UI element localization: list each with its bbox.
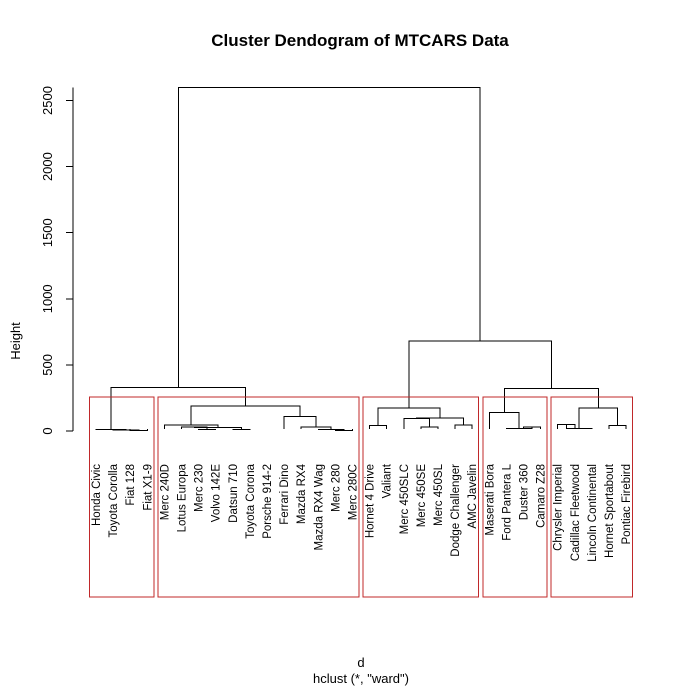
dendrogram-link [454,424,473,429]
leaf-label: Fiat 128 [125,464,137,506]
leaf-label: Ford Pantera L [501,463,513,540]
leaf-label: Camaro Z28 [536,464,548,528]
dendrogram-link [608,424,627,429]
y-tick-label: 1000 [40,284,55,313]
leaf-label: Chrysler Imperial [553,464,565,551]
leaf-label: Merc 230 [194,464,206,512]
leaf-label: Cadillac Fleetwood [570,464,582,561]
y-axis: 0 500 1000 1500 2000 2500 [40,86,74,435]
leaf-label: Lotus Europa [177,463,189,532]
x-axis-label: d [357,655,364,670]
dendrogram-link [408,340,552,408]
dendrogram-link [317,428,345,431]
y-tick-label: 0 [40,427,55,434]
leaf-label: Toyota Corona [245,463,257,538]
leaf-label: Merc 240D [159,464,171,520]
chart-title: Cluster Dendogram of MTCARS Data [211,31,509,50]
leaf-label: Lincoln Continental [587,464,599,562]
leaf-label: Fiat X1-9 [142,464,154,511]
leaf-label: Ferrari Dino [279,464,291,525]
dendrogram-link [369,424,388,429]
leaf-label: AMC Javelin [467,464,479,529]
cluster-box [89,396,155,598]
dendrogram-link [420,426,439,429]
leaf-label: Merc 450SL [433,463,445,526]
y-tick-label: 500 [40,354,55,376]
x-axis-sublabel: hclust (*, "ward") [313,671,409,686]
leaf-label: Maserati Bora [484,463,496,535]
y-tick-label: 2000 [40,152,55,181]
y-axis-label: Height [8,322,23,360]
leaf-label: Valiant [382,463,394,498]
leaf-label: Datsun 710 [228,464,240,523]
cluster-box [482,396,548,598]
leaf-label: Mazda RX4 [296,463,308,524]
dendrogram-link [377,407,441,426]
leaf-label: Merc 450SE [416,464,428,528]
cluster-box [362,396,480,598]
dendrogram-tree [95,86,627,432]
leaf-label: Toyota Corolla [108,463,120,537]
leaf-labels: Honda Civic Toyota Corolla Fiat 128 Fiat X1… [91,463,633,562]
dendrogram-link [177,86,481,388]
dendrogram-link [488,411,520,429]
cluster-box [550,396,634,598]
leaf-label: Porsche 914-2 [262,464,274,539]
leaf-label: Volvo 142E [211,464,223,523]
cluster-box [157,396,360,598]
leaf-label: Mazda RX4 Wag [313,464,325,551]
dendrogram-link [193,427,242,430]
leaf-label: Hornet 4 Drive [365,464,377,538]
leaf-label: Hornet Sportabout [604,463,616,558]
leaf-label: Merc 280 [330,464,342,512]
y-tick-label: 2500 [40,86,55,115]
y-tick-label: 1500 [40,218,55,247]
leaf-label: Merc 280C [348,464,360,520]
leaf-label: Dodge Challenger [450,464,462,557]
cluster-boxes [89,396,634,598]
leaf-label: Honda Civic [91,464,103,526]
dendrogram-link [110,386,247,430]
leaf-label: Duster 360 [519,464,531,520]
leaf-label: Merc 450SLC [399,464,411,534]
leaf-label: Pontiac Firebird [621,464,633,545]
